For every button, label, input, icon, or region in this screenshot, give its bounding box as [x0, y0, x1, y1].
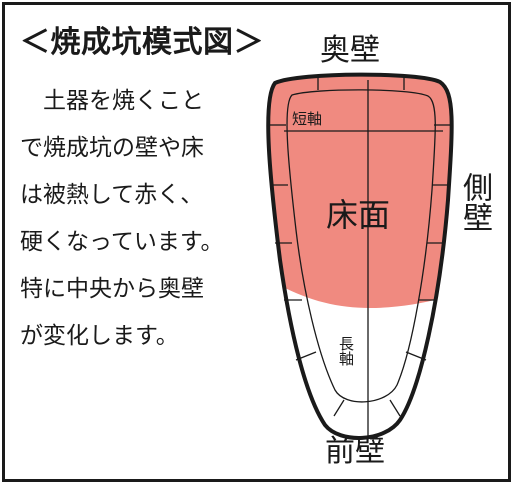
side-wall-label: 側壁	[457, 172, 492, 232]
short-axis-label: 短軸	[292, 110, 323, 128]
description-line: で焼成坑の壁や床	[20, 135, 204, 161]
heated-area	[268, 74, 452, 308]
description-text: 土器を焼くこと で焼成坑の壁や床 は被熱して赤く、 硬くなっています。 特に中央…	[20, 78, 270, 360]
description-line: は被熱して赤く、	[20, 182, 204, 208]
description-line: 硬くなっています。	[20, 229, 224, 255]
floor-label: 床面	[326, 196, 391, 234]
description-line: 特に中央から奥壁	[20, 276, 204, 302]
description-line: が変化します。	[20, 323, 179, 349]
floor-outline	[286, 89, 436, 403]
pit-outline	[266, 72, 454, 440]
front-wall-label: 前壁	[325, 434, 385, 469]
wall-ticks	[270, 76, 450, 417]
diagram-title: ＜焼成坑模式図＞	[20, 25, 264, 60]
description-line: 土器を焼くこと	[20, 88, 204, 114]
back-wall-label: 奥壁	[320, 33, 380, 68]
long-axis-label: 長軸	[337, 336, 355, 366]
